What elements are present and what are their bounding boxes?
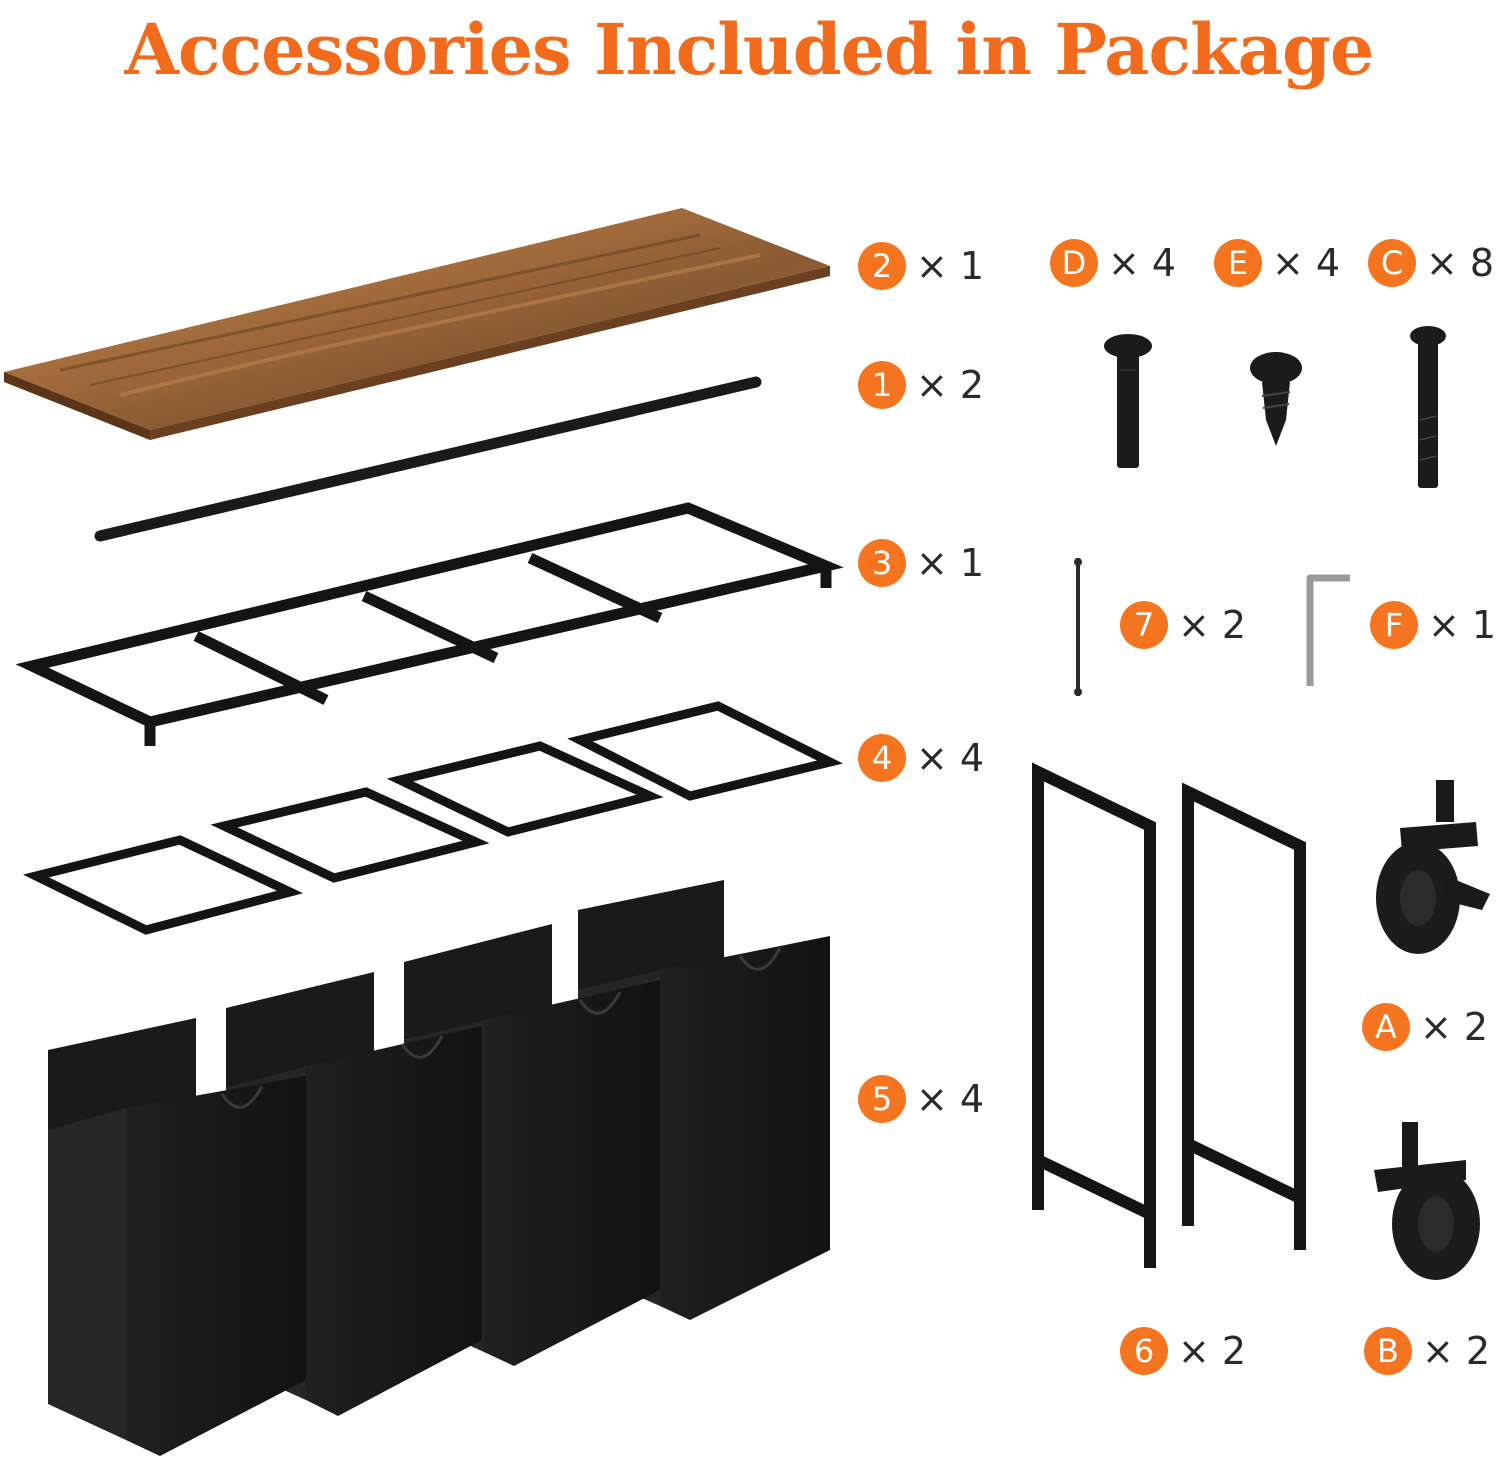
allen-key-f [1306, 574, 1350, 686]
side-frames [1032, 762, 1306, 1268]
part-qty: × 1 [1428, 603, 1497, 647]
label-part-b: B × 2 [1364, 1326, 1490, 1376]
part-id-badge: C [1368, 239, 1416, 287]
part-qty: × 2 [916, 363, 985, 407]
bag-frames [22, 701, 844, 935]
part-qty: × 8 [1426, 241, 1495, 285]
part-qty: × 4 [916, 736, 985, 780]
wood-top-panel [4, 208, 830, 440]
part-id-badge: 2 [858, 242, 906, 290]
caster-b [1374, 1122, 1480, 1280]
bolt-d [1104, 334, 1152, 468]
label-part-a: A × 2 [1362, 1002, 1488, 1052]
part-id-badge: 4 [858, 734, 906, 782]
hanging-rod [94, 376, 762, 542]
strap-7 [1074, 558, 1082, 696]
part-id-badge: 7 [1120, 601, 1168, 649]
label-part-1: 1 × 2 [858, 360, 984, 410]
label-part-f: F × 1 [1370, 600, 1496, 650]
part-id-badge: A [1362, 1003, 1410, 1051]
part-qty: × 4 [1108, 241, 1177, 285]
part-id-badge: 5 [858, 1075, 906, 1123]
screw-e [1250, 352, 1302, 446]
label-part-c: C × 8 [1368, 238, 1494, 288]
laundry-bags [48, 880, 830, 1456]
label-part-6: 6 × 2 [1120, 1326, 1246, 1376]
label-part-2: 2 × 1 [858, 241, 984, 291]
label-part-4: 4 × 4 [858, 733, 984, 783]
part-id-badge: 6 [1120, 1327, 1168, 1375]
top-frame [15, 502, 844, 746]
bolt-c [1410, 326, 1446, 488]
part-qty: × 1 [916, 244, 985, 288]
part-id-badge: 3 [858, 539, 906, 587]
part-id-badge: E [1214, 239, 1262, 287]
part-qty: × 1 [916, 541, 985, 585]
label-part-5: 5 × 4 [858, 1074, 984, 1124]
part-qty: × 4 [916, 1077, 985, 1121]
part-id-badge: 1 [858, 361, 906, 409]
part-qty: × 2 [1178, 603, 1247, 647]
part-id-badge: F [1370, 601, 1418, 649]
part-id-badge: B [1364, 1327, 1412, 1375]
part-id-badge: D [1050, 239, 1098, 287]
label-part-e: E × 4 [1214, 238, 1340, 288]
caster-a [1376, 780, 1490, 954]
part-qty: × 2 [1178, 1329, 1247, 1373]
label-part-3: 3 × 1 [858, 538, 984, 588]
page-title: Accessories Included in Package [124, 8, 1375, 91]
label-part-d: D × 4 [1050, 238, 1176, 288]
part-qty: × 2 [1420, 1005, 1489, 1049]
part-qty: × 2 [1422, 1329, 1491, 1373]
label-part-7: 7 × 2 [1120, 600, 1246, 650]
part-qty: × 4 [1272, 241, 1341, 285]
